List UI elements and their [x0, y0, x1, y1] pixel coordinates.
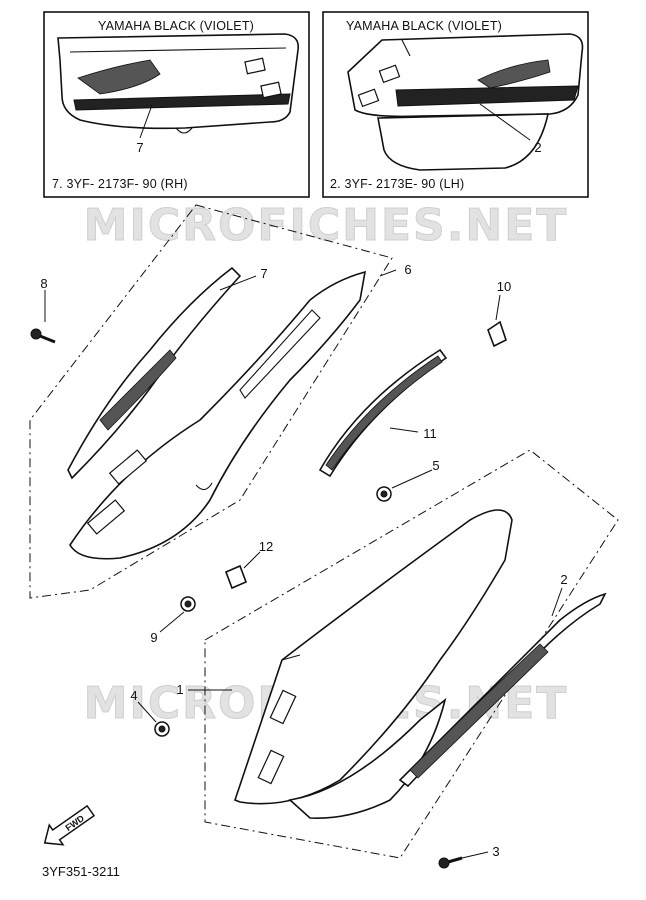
callout-5: 5 — [432, 458, 439, 473]
callout-11: 11 — [423, 426, 437, 441]
lh-graphic-decal — [398, 592, 607, 788]
callout-12: 12 — [259, 539, 273, 554]
leader-12 — [243, 551, 261, 569]
callout-10: 10 — [497, 279, 511, 294]
diagram-code: 3YF351-3211 — [42, 864, 120, 879]
inset-lh-callout: 2 — [534, 140, 541, 155]
inset-rh-title: YAMAHA BLACK (VIOLET) — [98, 19, 254, 33]
callout-2: 2 — [560, 572, 567, 587]
callout-8: 8 — [40, 276, 47, 291]
grommet-5 — [376, 486, 392, 502]
leader-11 — [389, 427, 419, 433]
lh-side-cover — [234, 509, 513, 819]
leader-7 — [219, 275, 257, 291]
lh-side-cover-inset — [347, 33, 584, 171]
callout-6: 6 — [404, 262, 411, 277]
damper-12 — [224, 564, 248, 590]
callout-9: 9 — [150, 630, 157, 645]
front-direction-arrow: FWD — [43, 804, 96, 846]
rh-side-cover-inset — [57, 33, 300, 134]
inset-lh: YAMAHA BLACK (VIOLET) 2 2. 3YF- 2173E- 9… — [322, 11, 589, 198]
callout-3: 3 — [492, 844, 499, 859]
leader-6 — [379, 269, 397, 277]
leader-3 — [461, 851, 489, 859]
leader-4 — [137, 701, 157, 723]
grommet-4 — [154, 721, 170, 737]
rh-side-cover — [69, 270, 367, 560]
screw-8 — [30, 328, 56, 344]
inset-lh-part-number: 2. 3YF- 2173E- 90 (LH) — [330, 177, 464, 191]
watermark-top: MICROFICHES.NET — [84, 200, 569, 251]
damper-10 — [487, 320, 507, 348]
inset-lh-title: YAMAHA BLACK (VIOLET) — [346, 19, 502, 33]
inset-rh-part-number: 7. 3YF- 2173F- 90 (RH) — [52, 177, 188, 191]
inset-rh: YAMAHA BLACK (VIOLET) 7 7. 3YF- 2173F- 9… — [43, 11, 310, 198]
leader-2 — [551, 587, 563, 617]
grommet-9 — [180, 596, 196, 612]
rh-graphic-decal — [67, 266, 242, 480]
leader-5 — [391, 469, 433, 489]
callout-4: 4 — [130, 688, 137, 703]
callout-1: 1 — [176, 682, 183, 697]
leader-10 — [495, 294, 501, 321]
screw-3 — [438, 856, 463, 869]
leader-9 — [159, 611, 185, 633]
fuel-tank-emblem-strip — [318, 348, 448, 478]
callout-7: 7 — [260, 266, 267, 281]
group-boundary-rh — [29, 204, 393, 599]
inset-rh-callout: 7 — [136, 140, 143, 155]
